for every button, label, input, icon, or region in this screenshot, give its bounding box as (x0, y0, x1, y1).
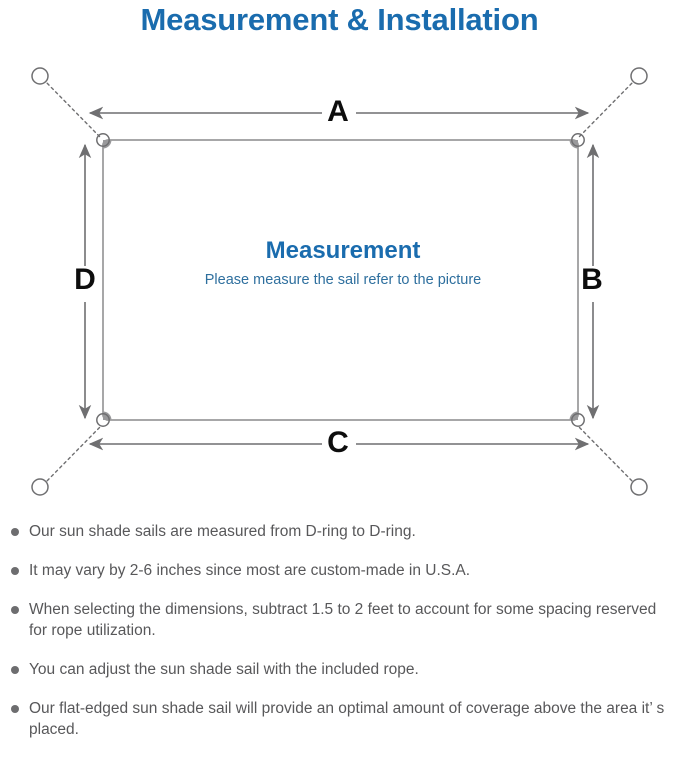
anchor-ring-top-left (31, 67, 49, 85)
dimension-label-b: B (581, 263, 603, 296)
note-text: You can adjust the sun shade sail with t… (29, 661, 419, 678)
d-rings (96, 133, 585, 427)
rope-line-top-right (577, 78, 637, 139)
sail-center-label: Measurement Please measure the sail refe… (118, 235, 568, 291)
note-text: When selecting the dimensions, subtract … (29, 601, 657, 639)
notes-list: Our sun shade sails are measured from D-… (0, 521, 679, 758)
anchor-ring-bottom-right (630, 478, 648, 496)
dimension-label-d: D (74, 263, 96, 296)
note-item: Our flat-edged sun shade sail will provi… (0, 698, 679, 740)
dimension-label-a: A (327, 95, 349, 128)
note-item: You can adjust the sun shade sail with t… (0, 659, 679, 680)
bullet-icon (11, 528, 19, 536)
d-ring-top-right (569, 133, 585, 149)
sail-measurement-diagram: A B C D Measurement Please measure the s… (0, 44, 679, 514)
page-title: Measurement & Installation (140, 2, 539, 37)
dimension-label-c: C (327, 426, 349, 459)
diagram-svg (31, 67, 648, 496)
anchor-ring-bottom-left (31, 478, 49, 496)
bullet-icon (11, 705, 19, 713)
note-text: Our flat-edged sun shade sail will provi… (29, 700, 665, 738)
bullet-icon (11, 666, 19, 674)
rope-lines (42, 78, 637, 486)
rope-line-bottom-left (42, 425, 102, 486)
note-item: Our sun shade sails are measured from D-… (0, 521, 679, 542)
sail-center-title: Measurement (265, 237, 421, 264)
note-text: It may vary by 2-6 inches since most are… (29, 562, 471, 579)
rope-line-bottom-right (577, 425, 637, 486)
bullet-icon (11, 567, 19, 575)
sail-body (102, 139, 579, 421)
d-ring-bottom-right (569, 411, 585, 427)
note-text: Our sun shade sails are measured from D-… (29, 523, 416, 540)
anchor-rings (31, 67, 648, 496)
d-ring-bottom-left (96, 411, 112, 427)
note-item: It may vary by 2-6 inches since most are… (0, 560, 679, 581)
note-item: When selecting the dimensions, subtract … (0, 599, 679, 641)
d-ring-top-left (96, 133, 112, 149)
rope-line-top-left (42, 78, 102, 139)
anchor-ring-top-right (630, 67, 648, 85)
sail-center-subtitle: Please measure the sail refer to the pic… (204, 272, 482, 288)
bullet-icon (11, 606, 19, 614)
